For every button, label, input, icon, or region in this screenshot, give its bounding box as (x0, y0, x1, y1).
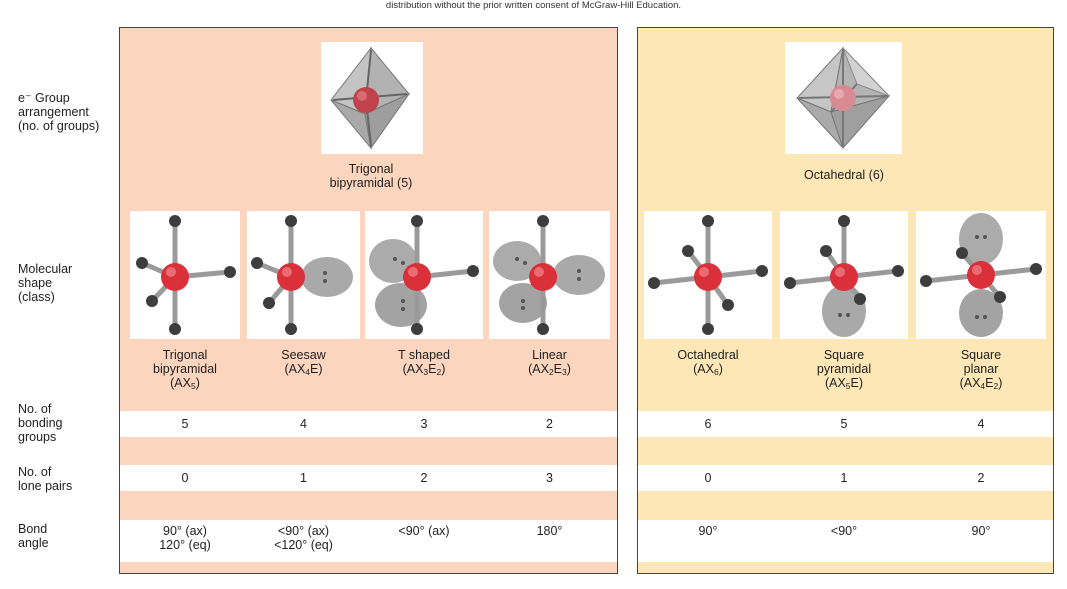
band-bonding (120, 411, 617, 437)
shape-name-square-planar: Square planar (AX4E2) (916, 348, 1046, 390)
panel-six-groups: Octahedral (6) (637, 27, 1054, 574)
band-angle-six (638, 520, 1053, 562)
bonding-count-trigonal-bipyramidal: 5 (181, 417, 189, 431)
square-pyramidal-shape-image (780, 211, 908, 339)
linear-shape-image (489, 211, 610, 339)
bonding-count-square-planar: 4 (977, 417, 985, 431)
shape-class-square-pyramidal: (AX5E) (824, 376, 864, 391)
lone-pairs-octahedral: 0 (704, 471, 712, 485)
shape-class-octahedral: (AX6) (693, 362, 723, 377)
band-bonding-six (638, 411, 1053, 437)
lone-pairs-t-shaped: 2 (420, 471, 428, 485)
lone-pairs-trigonal-bipyramidal: 0 (181, 471, 189, 485)
shape-class-seesaw: (AX4E) (284, 362, 323, 377)
band-lone-pairs (120, 465, 617, 491)
square-planar-shape-image (916, 211, 1046, 339)
bond-angle-square-pyramidal: <90° (830, 524, 858, 538)
bond-angle-square-planar: 90° (971, 524, 991, 538)
shape-class-square-planar: (AX4E2) (959, 376, 1003, 391)
lone-pairs-square-pyramidal: 1 (840, 471, 848, 485)
row-label-shape: Molecular shape (class) (18, 262, 73, 304)
octahedral-arrangement-image (785, 42, 902, 154)
shape-class-trigonal-bipyramidal: (AX5) (170, 376, 200, 391)
bonding-count-t-shaped: 3 (420, 417, 428, 431)
lone-pairs-square-planar: 2 (977, 471, 985, 485)
shape-class-t-shaped: (AX3E2) (402, 362, 446, 377)
shape-name-trigonal-bipyramidal: Trigonal bipyramidal (AX5) (130, 348, 240, 390)
bonding-count-linear: 2 (546, 417, 553, 431)
bond-angle-trigonal-bipyramidal: 90° (ax) 120° (eq) (159, 524, 211, 552)
row-label-bonding: No. of bonding groups (18, 402, 63, 444)
bonding-count-seesaw: 4 (300, 417, 307, 431)
t-shaped-shape-image (365, 211, 483, 339)
copyright-note: distribution without the prior written c… (385, 0, 682, 11)
lone-pairs-seesaw: 1 (300, 471, 307, 485)
shape-name-octahedral: Octahedral (AX6) (644, 348, 772, 376)
row-label-arrangement: e⁻ Group arrangement (no. of groups) (18, 91, 100, 133)
bonding-count-square-pyramidal: 5 (840, 417, 848, 431)
octahedral-shape-image (644, 211, 772, 339)
lone-pairs-linear: 3 (546, 471, 553, 485)
shape-name-square-pyramidal: Square pyramidal (AX5E) (780, 348, 908, 390)
row-label-lone-pairs: No. of lone pairs (18, 465, 73, 493)
band-lone-pairs-six (638, 465, 1053, 491)
bond-angle-octahedral: 90° (698, 524, 718, 538)
bonding-count-octahedral: 6 (704, 417, 712, 431)
trigonal-bipyramidal-arrangement-image (321, 42, 423, 154)
bond-angle-seesaw: <90° (ax) <120° (eq) (274, 524, 333, 552)
seesaw-shape-image (247, 211, 360, 339)
arrangement-name-five: Trigonal bipyramidal (5) (329, 162, 413, 190)
shape-class-linear: (AX2E3) (528, 362, 571, 377)
shape-name-linear: Linear (AX2E3) (489, 348, 610, 376)
row-label-bond-angle: Bond angle (18, 522, 49, 550)
shape-name-t-shaped: T shaped (AX3E2) (365, 348, 483, 376)
shape-name-seesaw: Seesaw (AX4E) (247, 348, 360, 376)
arrangement-name-six: Octahedral (6) (804, 168, 884, 182)
panel-five-groups: Trigonal bipyramidal (5) (119, 27, 618, 574)
bond-angle-t-shaped: <90° (ax) (398, 524, 450, 538)
bond-angle-linear: 180° (536, 524, 563, 538)
trigonal-bipyramidal-shape-image (130, 211, 240, 339)
band-angle (120, 520, 617, 562)
